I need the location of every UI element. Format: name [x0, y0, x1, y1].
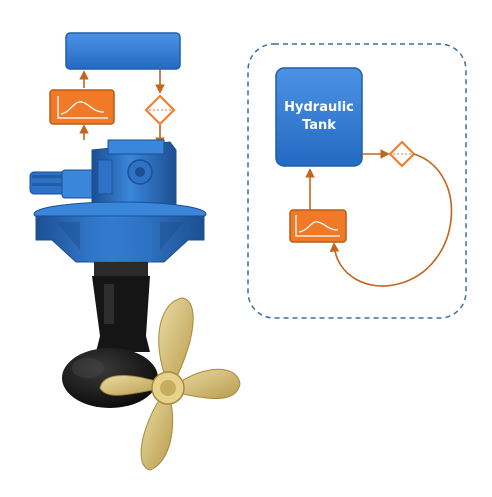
controller-block: [65, 32, 181, 70]
gauge-chart-icon: [289, 209, 347, 243]
azimuth-thruster-illustration: [29, 139, 241, 471]
hydraulic-tank-label-line1: Hydraulic: [284, 100, 354, 115]
gauge-chart-icon: [49, 89, 115, 125]
hydraulic-panel: Hydraulic Tank: [247, 43, 467, 319]
filter-diamond-icon: [388, 140, 416, 168]
filter-diamond-icon: [144, 94, 176, 126]
left-control-loop: [49, 32, 181, 147]
hydraulic-tank-label-line2: Tank: [302, 118, 336, 133]
flow-loop: [329, 153, 453, 287]
hydraulic-tank-box: [275, 67, 363, 167]
dashed-panel-border: [247, 43, 467, 319]
